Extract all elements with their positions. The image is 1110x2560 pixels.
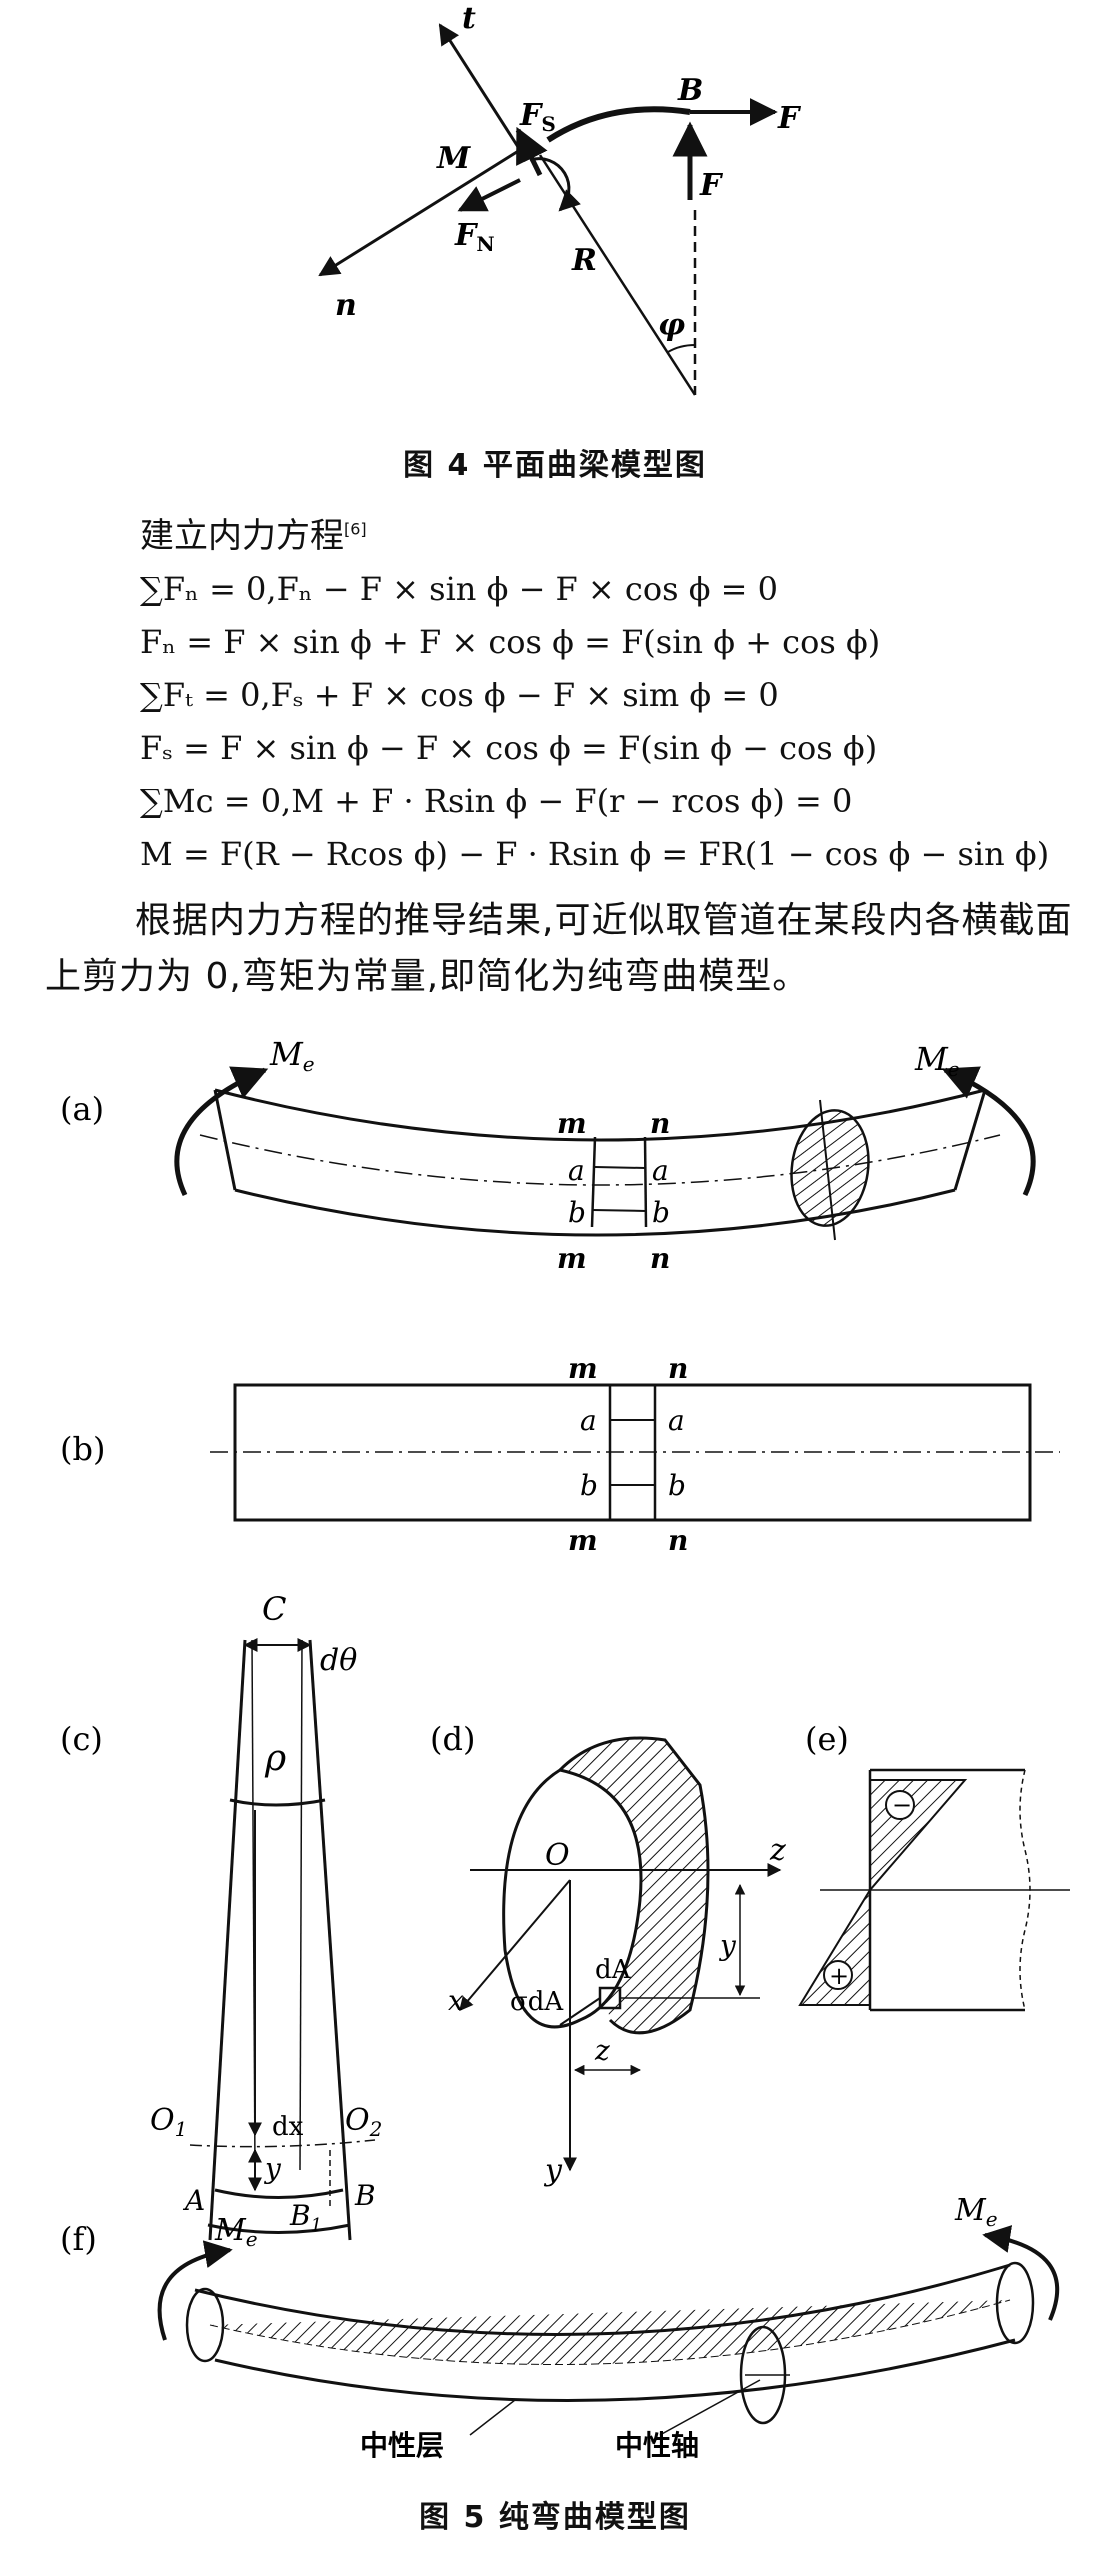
panel-e-tag: (e) <box>805 1720 849 1758</box>
b-n-bottom: n <box>668 1524 688 1557</box>
c-dx-label: dx <box>272 2112 304 2142</box>
t-axis <box>438 23 522 151</box>
radius-line <box>538 154 697 396</box>
f-down-label: F <box>699 168 724 203</box>
b-a-right: a <box>668 1404 685 1437</box>
a-a-left: a <box>568 1154 585 1187</box>
equation-6: M = F(R − Rcos ϕ) − F · Rsin ϕ = FR(1 − … <box>140 835 1050 873</box>
n-label: n <box>335 288 357 323</box>
n-axis <box>318 148 521 277</box>
d-z-axis-label: z <box>769 1833 786 1868</box>
f-neutral-layer-label: 中性层 <box>360 2429 444 2462</box>
a-m-top: m <box>557 1107 587 1140</box>
c-c-label: C <box>262 1590 286 1628</box>
fn-arrow <box>457 178 521 212</box>
c-o1-label: O1 <box>150 2103 187 2141</box>
panel-c-tag: (c) <box>60 1720 103 1758</box>
equation-1: ∑Fₙ = 0,Fₙ − F × sin ϕ − F × cos ϕ = 0 <box>140 570 779 608</box>
b-b-left: b <box>580 1469 598 1502</box>
b-b-right: b <box>668 1469 686 1502</box>
c-b1-label: B1 <box>289 2199 322 2236</box>
panel-f-tag: (f) <box>60 2220 97 2258</box>
f-neutral-axis-label: 中性轴 <box>615 2429 699 2462</box>
c-rho-label: ρ <box>264 1738 286 1779</box>
a-n-top: n <box>650 1107 670 1140</box>
equation-4: Fₛ = F × sin ϕ − F × cos ϕ = F(sin ϕ − c… <box>140 729 878 767</box>
m-label: M <box>436 141 471 176</box>
equation-2: Fₙ = F × sin ϕ + F × cos ϕ = F(sin ϕ + c… <box>140 623 881 661</box>
a-b-left: b <box>568 1196 586 1229</box>
panel-a: (a) Me Me m n a a b b m n <box>60 1035 1036 1275</box>
d-y-dim-label: y <box>718 1929 737 1962</box>
panel-a-tag: (a) <box>60 1090 104 1128</box>
equation-3: ∑Fₜ = 0,Fₛ + F × cos ϕ − F × sim ϕ = 0 <box>140 676 779 714</box>
a-me-left: Me <box>269 1035 315 1076</box>
panel-b-tag: (b) <box>60 1430 105 1468</box>
a-a-right: a <box>652 1154 669 1187</box>
c-o2-label: O2 <box>345 2103 382 2141</box>
body-paragraph: 根据内力方程的推导结果,可近似取管道在某段内各横截面上剪力为 0,弯矩为常量,即… <box>45 900 1073 997</box>
a-b-right: b <box>652 1196 670 1229</box>
fn-label: FN <box>454 218 495 256</box>
phi-arc <box>667 344 696 353</box>
c-b-label: B <box>354 2179 376 2212</box>
a-m-bottom: m <box>557 1242 587 1275</box>
curved-beam <box>546 106 691 143</box>
d-x-label: x <box>448 1984 464 2017</box>
figure-5-caption: 图 5 纯弯曲模型图 <box>419 2500 691 2535</box>
f-me-right: Me <box>954 2193 998 2231</box>
a-me-right: Me <box>914 1040 960 1081</box>
b-label: B <box>677 73 703 108</box>
panel-b: (b) m n a a b b m n <box>60 1352 1060 1557</box>
f-right-label: F <box>777 101 802 136</box>
e-minus-label: − <box>892 1791 912 1819</box>
figure-4-diagram: t FS B F M FN F R n φ <box>318 1 802 396</box>
c-a-label: A <box>182 2184 205 2217</box>
panel-e: (e) − + <box>798 1720 1070 2012</box>
d-z-dim-label: z <box>594 2034 610 2067</box>
f-me-left: Me <box>214 2213 258 2251</box>
fs-label: FS <box>519 98 556 136</box>
b-a-left: a <box>580 1404 597 1437</box>
moment-arc <box>529 157 581 212</box>
b-m-top: m <box>568 1352 598 1385</box>
figure-5-diagram: (a) Me Me m n a a b b m n (b) m n a <box>60 1035 1070 2462</box>
b-n-top: n <box>668 1352 688 1385</box>
r-label: R <box>571 243 597 278</box>
panel-d: (d) O z y dA σdA x z y <box>430 1720 786 2188</box>
section-heading: 建立内力方程[6] <box>140 516 367 556</box>
e-plus-label: + <box>829 1962 849 1990</box>
equation-5: ∑Mᴄ = 0,M + F · Rsin ϕ − F(r − rcos ϕ) =… <box>140 782 853 820</box>
a-n-bottom: n <box>650 1242 670 1275</box>
d-y-axis-label: y <box>543 2153 563 2188</box>
d-da-label: dA <box>595 1955 632 1985</box>
panel-f: (f) Me Me 中性层 中性轴 <box>60 2193 1060 2462</box>
c-dtheta-label: dθ <box>320 1643 357 1678</box>
phi-label: φ <box>658 308 685 343</box>
figure-4-caption: 图 4 平面曲梁模型图 <box>403 448 707 483</box>
fs-arrow <box>515 126 548 177</box>
d-o-label: O <box>545 1838 570 1873</box>
c-y-label: y <box>263 2152 282 2185</box>
d-sigma-da-label: σdA <box>510 1987 564 2017</box>
t-label: t <box>462 1 476 36</box>
panel-d-tag: (d) <box>430 1720 475 1758</box>
b-m-bottom: m <box>568 1524 598 1557</box>
panel-c: (c) C dθ ρ O1 O2 dx y A B B1 <box>60 1590 382 2241</box>
